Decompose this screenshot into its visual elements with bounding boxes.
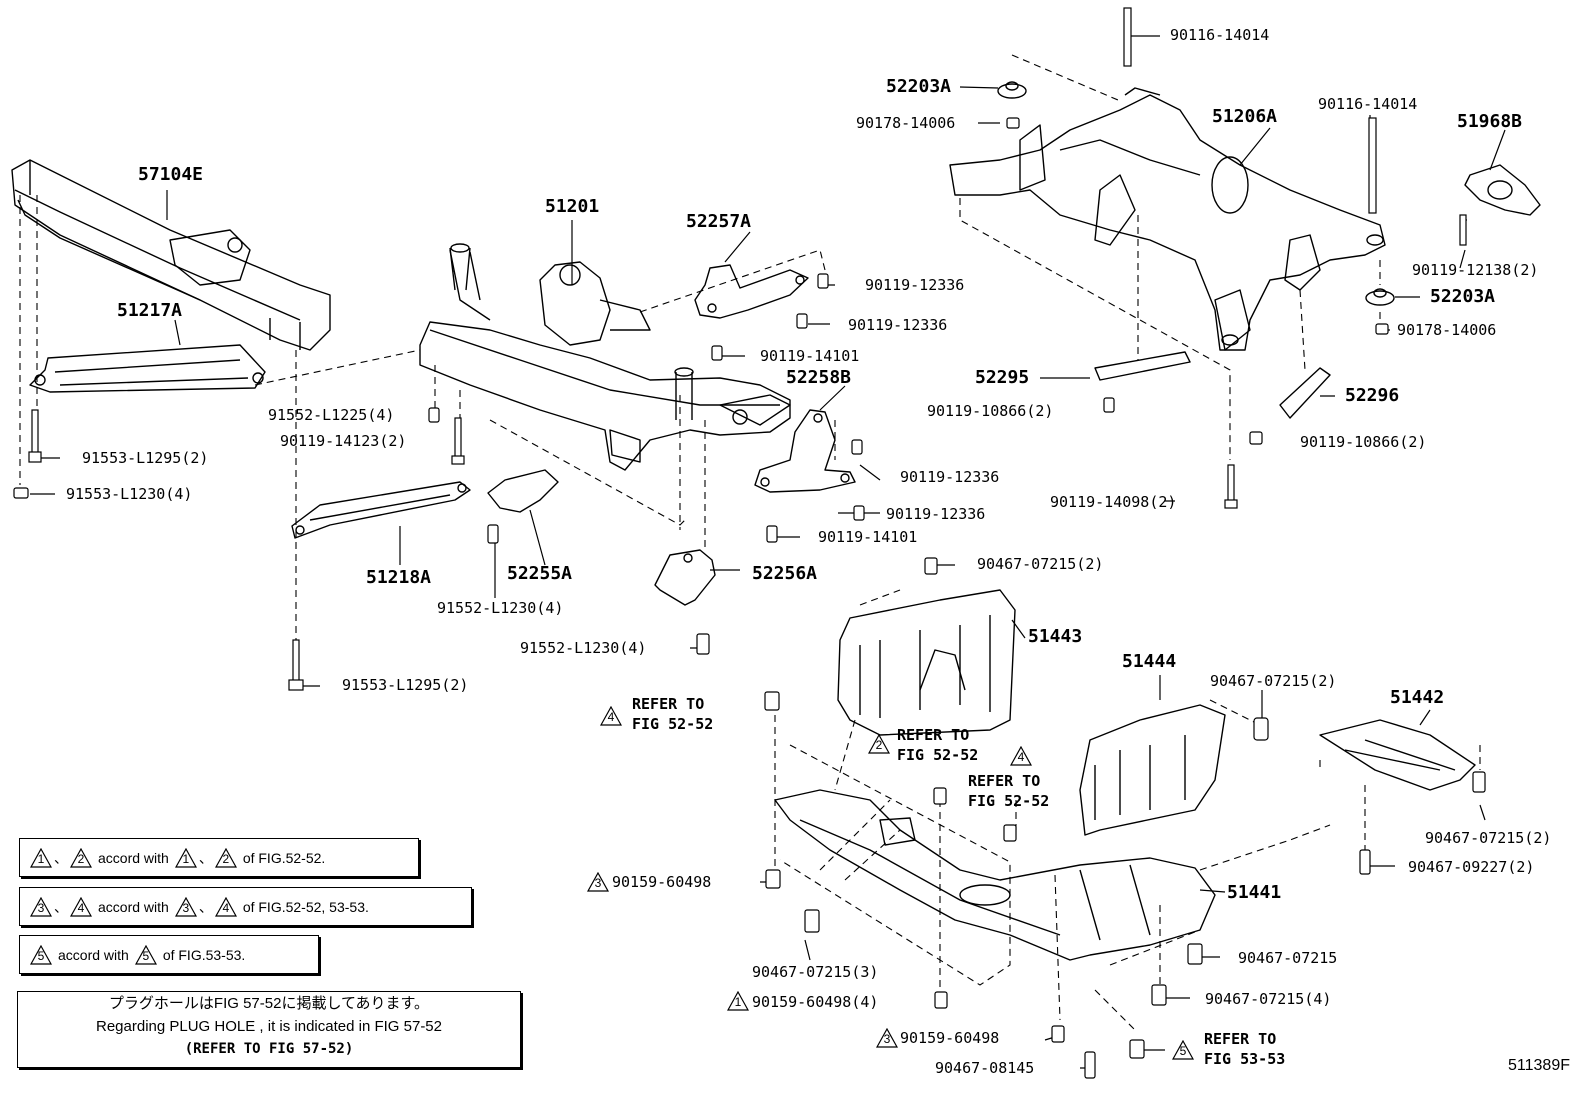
fastener-label: 90178-14006 [1397,321,1497,339]
part-label-52203A-top: 52203A [886,76,952,97]
front-subframe-51201-drawing [419,243,791,471]
fastener-label: 90119-12336 [886,505,986,523]
bracket-51218A-drawing [291,481,471,539]
fastener-label: 90116-14014 [1318,95,1418,113]
fastener-label: 90467-07215(3) [752,963,879,981]
fastener-label: 90119-14098(2) [1050,493,1177,511]
plug-note-english: Regarding PLUG HOLE , it is indicated in… [96,1018,442,1035]
cover-51441-drawing [774,789,1216,961]
fastener-label: 90119-10866(2) [927,402,1054,420]
fastener-label: 90119-12138(2) [1412,261,1539,279]
fastener-label: 90119-14101 [760,347,860,365]
bracket-52258B-drawing [754,409,856,493]
fastener-label: 90467-07215(2) [977,555,1104,573]
fasteners [13,7,1486,1079]
part-label-51206A: 51206A [1212,106,1278,127]
part-label-52257A: 52257A [686,211,752,232]
part-label-51217A: 51217A [117,300,183,321]
insulator-icon [997,83,1027,99]
part-label-52255A: 52255A [507,563,573,584]
part-label-51218A: 51218A [366,567,432,588]
part-label-52295: 52295 [975,367,1030,388]
fastener-label: 90119-12336 [865,276,965,294]
fastener-label: 90467-07215(2) [1425,829,1552,847]
bracket-52255A-drawing [487,469,559,513]
fastener-label: 90159-60498 [612,873,712,891]
bracket-52256A-drawing [654,549,716,606]
mark-triangle-5: 5 [1172,1040,1194,1060]
fastener-label: 90467-08145 [935,1059,1035,1077]
bracket-52257A-drawing [694,264,809,319]
part-label-52258B: 52258B [786,367,852,388]
fastener-label: 91552-L1230(4) [520,639,647,657]
fastener-label: 91553-L1295(2) [342,676,469,694]
fastener-label: 90159-60498(4) [752,993,879,1011]
part-label-51201: 51201 [545,196,600,217]
link-52296-drawing [1279,367,1331,419]
plug-note-japanese: プラグホールはFIG 57-52に掲載してあります。 [108,995,430,1012]
cover-51444-drawing [1079,704,1226,836]
fastener-label: 90467-07215(2) [1210,672,1337,690]
cover-51443-drawing [837,589,1016,736]
fastener-label: 90159-60498 [900,1029,1000,1047]
fastener-label: 91553-L1295(2) [82,449,209,467]
note-accord-5: 5 accord with 5 of FIG.53-53. [19,935,319,974]
bracket-51968B-drawing [1464,164,1541,216]
fastener-label: 90119-12336 [900,468,1000,486]
note-accord-3-4: 3 、 4 accord with 3 、 4 of FIG.52-52, 53… [19,887,472,926]
fastener-label: 91552-L1225(4) [268,406,395,424]
part-label-51442: 51442 [1390,687,1445,708]
part-label-52256A: 52256A [752,563,818,584]
mark-triangle-2: 2 [868,734,890,754]
part-label-51443: 51443 [1028,626,1083,647]
mark-triangle-3: 3 [587,872,609,892]
cover-51442-drawing [1319,719,1476,791]
part-label-51441: 51441 [1227,882,1282,903]
fastener-label: 90119-12336 [848,316,948,334]
part-label-52296: 52296 [1345,385,1400,406]
crossmember-57104E-drawing [11,159,331,351]
part-label-52203A-right: 52203A [1430,286,1496,307]
fastener-label: 90467-09227(2) [1408,858,1535,876]
rear-subframe-51206A-drawing [949,87,1386,351]
fastener-label: 90467-07215 [1238,949,1338,967]
fastener-label: 91553-L1230(4) [66,485,193,503]
fastener-label: 90178-14006 [856,114,956,132]
link-52295-drawing [1094,351,1191,381]
note-accord-1-2: 1 、 2 accord with 1 、 2 of FIG.52-52. [19,838,419,877]
fastener-label: 91552-L1230(4) [437,599,564,617]
figure-number: 511389F [1508,1057,1570,1074]
guide-lines [19,54,1481,1031]
part-label-51968B: 51968B [1457,111,1523,132]
plug-note-refer: (REFER TO FIG 57-52) [184,1041,354,1057]
insulator-icon [1365,290,1395,306]
fastener-label: 90119-14123(2) [280,432,407,450]
part-label-57104E: 57104E [138,164,204,185]
mark-triangle-4: 4 [600,706,622,726]
fastener-label: 90116-14014 [1170,26,1270,44]
part-label-51444: 51444 [1122,651,1177,672]
mark-triangle-3: 3 [876,1028,898,1048]
bracket-51217A-drawing [29,344,266,393]
fastener-label: 90119-14101 [818,528,918,546]
mark-triangle-4: 4 [1010,746,1032,766]
mark-triangle-1: 1 [727,991,749,1011]
plug-hole-note: プラグホールはFIG 57-52に掲載してあります。 Regarding PLU… [17,991,521,1068]
fastener-label: 90467-07215(4) [1205,990,1332,1008]
fastener-label: 90119-10866(2) [1300,433,1427,451]
